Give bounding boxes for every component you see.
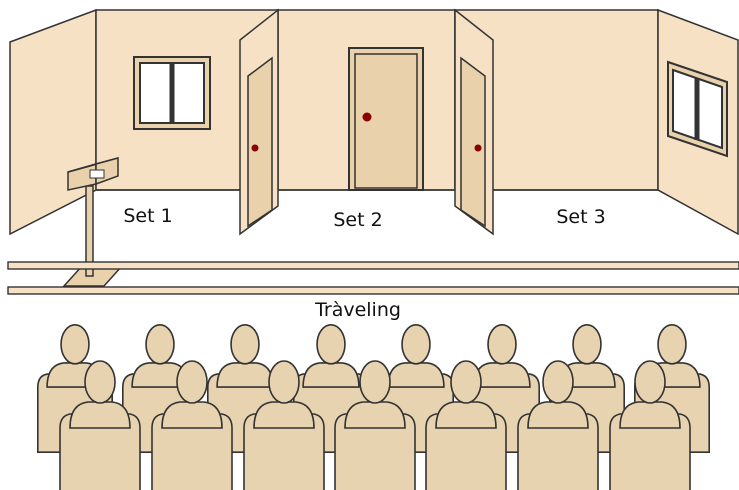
set1-left-wall bbox=[10, 10, 96, 234]
set1-label: Set 1 bbox=[123, 205, 172, 227]
window-icon bbox=[134, 57, 210, 129]
door-icon bbox=[455, 10, 493, 234]
track-label: Tràveling bbox=[314, 299, 401, 321]
door-icon bbox=[349, 48, 423, 190]
dolly-track bbox=[8, 262, 739, 294]
audience bbox=[38, 325, 709, 490]
door-icon bbox=[240, 10, 278, 234]
set2-label: Set 2 bbox=[333, 209, 382, 231]
set3-label: Set 3 bbox=[556, 206, 605, 228]
